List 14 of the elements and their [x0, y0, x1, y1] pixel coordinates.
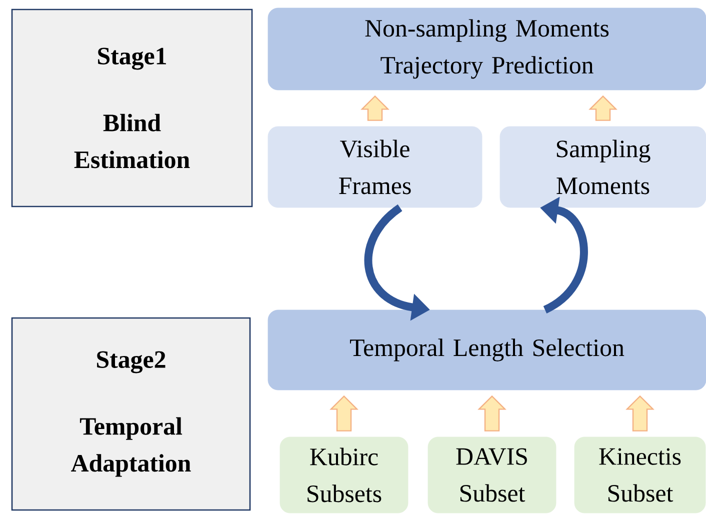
- block-arrow: [330, 395, 358, 432]
- process-box: Visible Frames: [268, 126, 482, 208]
- process-box: Sampling Moments: [500, 126, 706, 208]
- block-arrow: [360, 95, 390, 121]
- block-arrow: [626, 395, 654, 432]
- stage-box: Stage2 Temporal Adaptation: [11, 317, 251, 511]
- dataset-box: DAVIS Subset: [428, 436, 556, 514]
- block-arrow: [478, 395, 506, 432]
- dataset-box: Kinectis Subset: [574, 436, 706, 514]
- process-box: Non-sampling Moments Trajectory Prediction: [268, 8, 706, 90]
- block-arrow: [588, 95, 618, 121]
- stage-box: Stage1 Blind Estimation: [11, 8, 253, 208]
- process-box: Temporal Length Selection: [268, 310, 706, 390]
- dataset-box: Kubirc Subsets: [280, 436, 408, 514]
